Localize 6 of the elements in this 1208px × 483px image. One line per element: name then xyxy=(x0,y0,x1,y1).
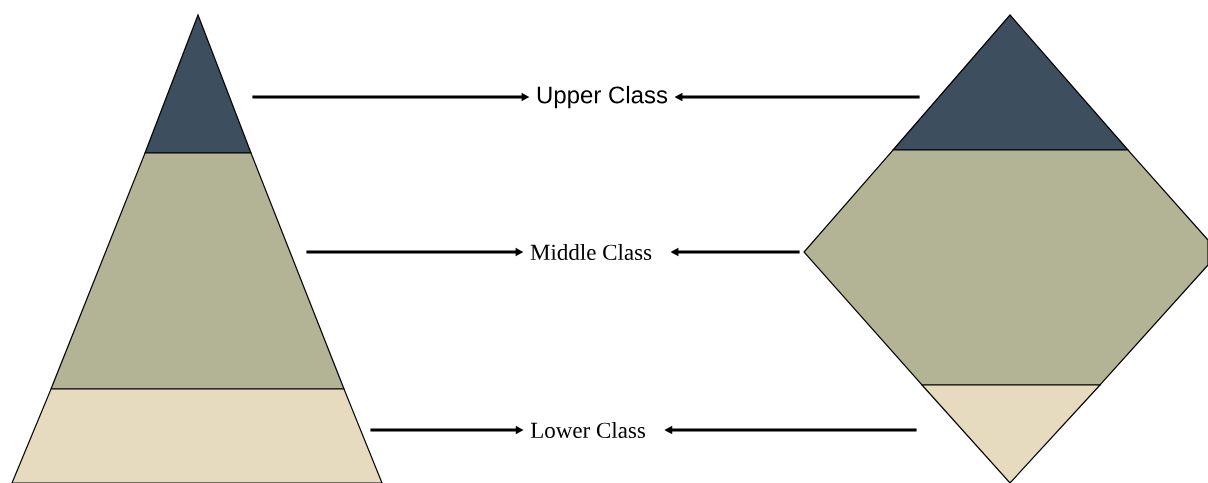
class-label: Upper Class xyxy=(537,85,668,109)
trapezoid-band xyxy=(50,152,345,390)
class-label: Middle Class xyxy=(530,243,652,261)
trapezoid-band xyxy=(11,388,383,483)
class-label: Lower Class xyxy=(530,421,645,439)
hexagon-band xyxy=(803,149,1208,386)
